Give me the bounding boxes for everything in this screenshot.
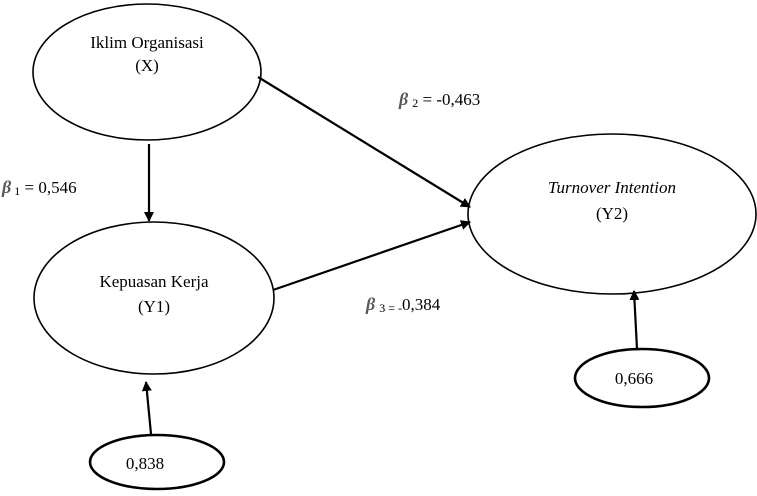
beta1-symbol: β [1, 177, 12, 197]
beta3-value: 0,384 [402, 295, 441, 314]
arrow-x-to-y2 [257, 76, 471, 208]
error-y1-node [88, 433, 226, 491]
kepuasan-kerja-code: (Y1) [138, 297, 170, 316]
arrow-y1-to-y2 [272, 220, 471, 292]
iklim-organisasi-label: Iklim Organisasi [90, 33, 204, 52]
turnover-intention-node [467, 133, 757, 295]
turnover-intention-code: (Y2) [596, 204, 628, 223]
kepuasan-kerja-node [33, 221, 275, 375]
beta3-subscript: 3 = - [379, 301, 402, 315]
turnover-intention-label: Turnover Intention [548, 178, 676, 197]
error-y2-value: 0,666 [615, 369, 653, 388]
beta1-subscript: 1 [14, 184, 20, 198]
iklim-organisasi-node [32, 3, 262, 141]
arrow-error-to-y2 [629, 290, 640, 350]
beta2-value: = -0,463 [418, 90, 480, 109]
arrow-error-to-y1 [141, 381, 153, 435]
beta2-subscript: 2 [412, 96, 418, 110]
iklim-organisasi-code: (X) [135, 56, 159, 75]
kepuasan-kerja-label: Kepuasan Kerja [99, 272, 208, 291]
error-y1-value: 0,838 [126, 454, 164, 473]
beta1-value: = 0,546 [20, 178, 76, 197]
beta3-symbol: β [365, 294, 376, 314]
beta2-symbol: β [398, 89, 409, 109]
error-y2-node [573, 347, 711, 409]
